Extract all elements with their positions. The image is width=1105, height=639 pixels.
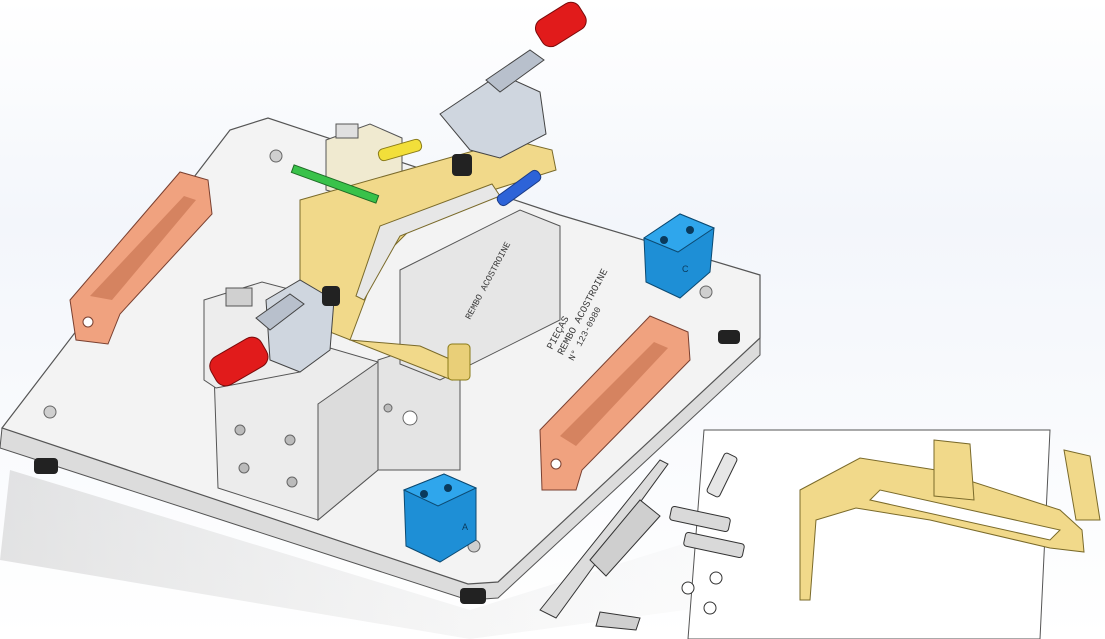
pin-green bbox=[290, 164, 380, 204]
screw-icon bbox=[269, 149, 283, 163]
screw-icon bbox=[699, 285, 713, 299]
engraved-block: REMBO ACOSTROINE bbox=[399, 209, 561, 381]
blue-block-right: C bbox=[642, 213, 716, 299]
screw-icon bbox=[550, 458, 562, 470]
pin-blue bbox=[496, 169, 542, 207]
pin-yellow-rear bbox=[377, 138, 423, 162]
block-label-a: A bbox=[462, 522, 468, 532]
washer-icon bbox=[703, 601, 717, 615]
washer-icon bbox=[681, 581, 695, 595]
gold-part-loose bbox=[799, 439, 1101, 601]
handle-right bbox=[539, 315, 691, 491]
caliper bbox=[539, 459, 669, 631]
block-label-c: C bbox=[682, 264, 689, 274]
screw-icon bbox=[43, 405, 57, 419]
toggle-clamp-top bbox=[439, 1, 587, 176]
washer-icon bbox=[709, 571, 723, 585]
blue-block-front: A bbox=[402, 473, 478, 563]
bolts bbox=[669, 452, 745, 615]
screw-icon bbox=[82, 316, 94, 328]
handle-left bbox=[69, 171, 213, 345]
pin-yellow-front bbox=[447, 343, 471, 381]
toggle-clamp-bottom bbox=[209, 279, 340, 387]
